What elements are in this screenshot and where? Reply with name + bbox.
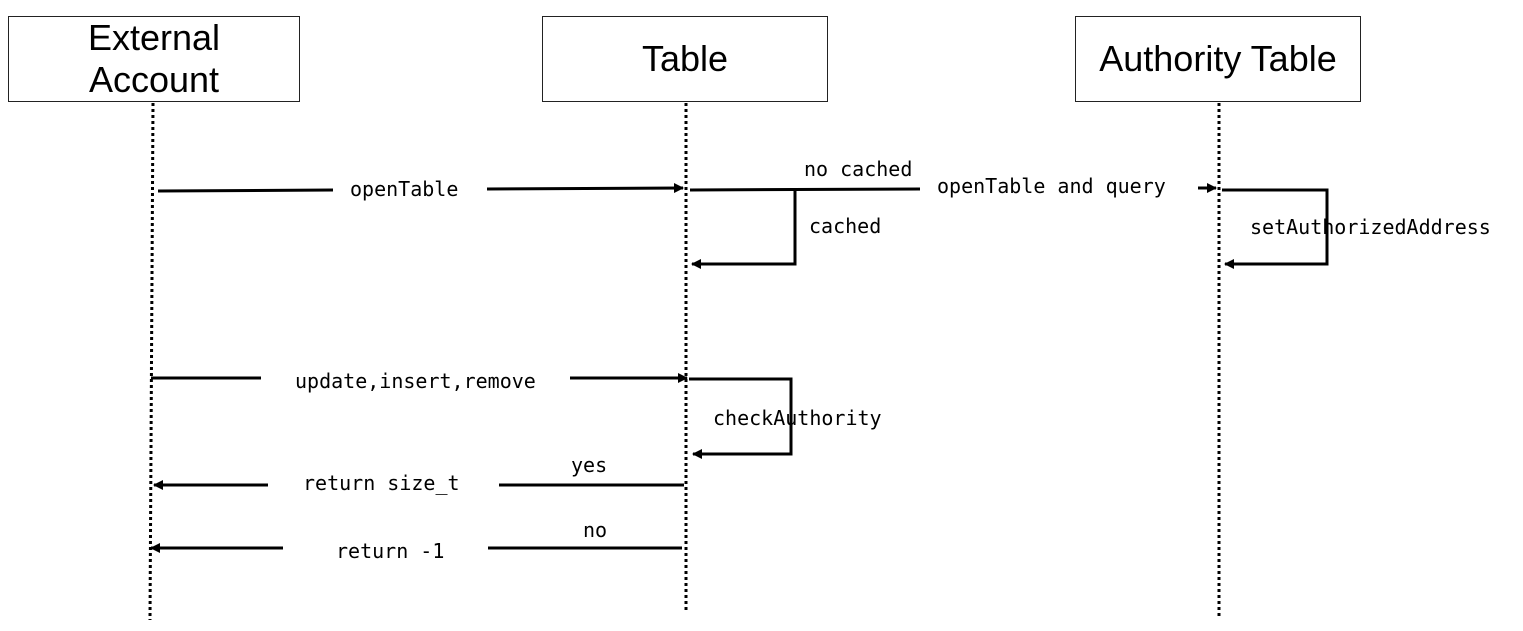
label-set-authorized-address: setAuthorizedAddress bbox=[1250, 215, 1491, 239]
lifeline-external-account bbox=[148, 102, 155, 621]
label-no: no bbox=[583, 518, 608, 542]
open-table-arrow-left-segment bbox=[157, 188, 334, 193]
open-table-arrow bbox=[486, 183, 684, 194]
check-authority-self-arrow bbox=[689, 377, 793, 459]
label-update-insert-remove: update,insert,remove bbox=[295, 369, 536, 393]
set-authorized-address-self-arrow bbox=[1222, 188, 1329, 269]
label-return-size-t: return size_t bbox=[303, 471, 460, 495]
actor-authority-table: Authority Table bbox=[1075, 16, 1361, 102]
label-open-table-and-query: openTable and query bbox=[937, 174, 1166, 198]
cached-self-arrow bbox=[691, 190, 797, 269]
label-no-cached: no cached bbox=[804, 157, 913, 181]
label-open-table: openTable bbox=[350, 177, 459, 201]
actor-table: Table bbox=[542, 16, 828, 102]
no-cached-arrow-left-segment bbox=[689, 187, 921, 192]
label-check-authority: checkAuthority bbox=[713, 406, 882, 430]
label-cached: cached bbox=[809, 214, 882, 238]
actor-external-account: External Account bbox=[8, 16, 300, 102]
label-return-neg1: return -1 bbox=[336, 539, 445, 563]
label-yes: yes bbox=[571, 453, 608, 477]
